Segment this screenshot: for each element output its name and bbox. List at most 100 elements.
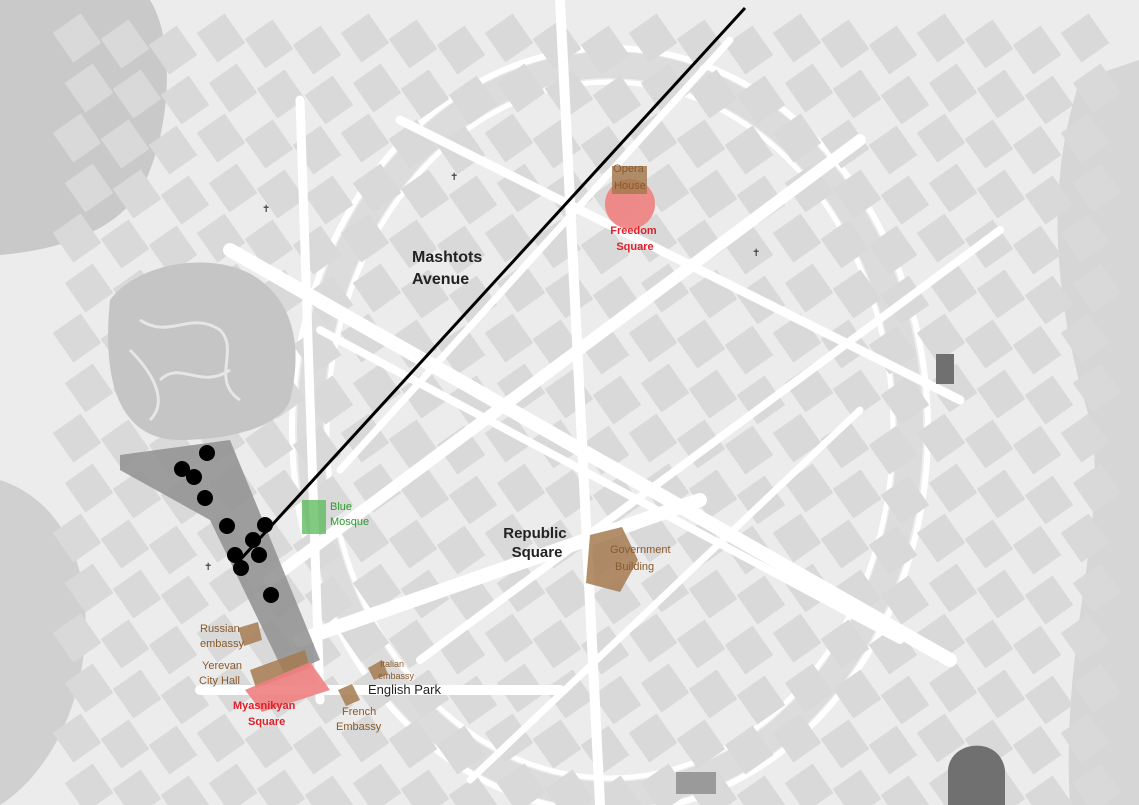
city-block	[640, 363, 690, 413]
city-block	[640, 663, 690, 713]
city-block	[628, 413, 678, 463]
protest-marker-dot[interactable]	[227, 547, 243, 563]
city-block	[1060, 713, 1110, 763]
city-block	[880, 375, 930, 425]
city-block	[928, 463, 978, 513]
city-block	[436, 225, 486, 275]
city-block	[352, 63, 402, 113]
city-block	[916, 513, 966, 563]
city-block	[868, 125, 918, 175]
city-block	[820, 219, 870, 269]
city-block	[928, 563, 978, 613]
city-block	[784, 663, 834, 713]
city-block	[544, 569, 594, 619]
protest-marker-dot[interactable]	[197, 490, 213, 506]
protest-marker-dot[interactable]	[174, 461, 190, 477]
city-block	[868, 225, 918, 275]
city-block	[436, 725, 486, 775]
city-block	[448, 775, 498, 805]
building-icon	[936, 354, 954, 384]
city-block	[256, 469, 306, 519]
city-block	[916, 213, 966, 263]
city-block	[916, 713, 966, 763]
city-block	[160, 75, 210, 125]
city-block	[52, 13, 102, 63]
protest-marker-dot[interactable]	[257, 517, 273, 533]
protest-marker-dot[interactable]	[263, 587, 279, 603]
city-block	[388, 719, 438, 769]
government-building-label: Government Building	[610, 544, 674, 573]
city-block	[304, 75, 354, 125]
opera-house-marker[interactable]	[612, 166, 647, 194]
italian-embassy-marker[interactable]	[368, 660, 388, 680]
city-block	[436, 325, 486, 375]
city-block	[820, 519, 870, 569]
city-block	[484, 13, 534, 63]
city-block	[400, 469, 450, 519]
city-block	[496, 263, 546, 313]
city-block	[688, 369, 738, 419]
city-block	[592, 775, 642, 805]
city-block	[436, 425, 486, 475]
city-block	[1072, 363, 1122, 413]
city-block	[52, 213, 102, 263]
city-block	[736, 675, 786, 725]
city-block	[304, 775, 354, 805]
city-block	[820, 619, 870, 669]
church-icon: ✝	[204, 562, 212, 573]
opera-house-label: Opera House	[613, 163, 647, 192]
city-block	[784, 463, 834, 513]
city-block	[64, 63, 114, 113]
city-block	[160, 575, 210, 625]
protest-marker-dot[interactable]	[233, 560, 249, 576]
protest-marker-dot[interactable]	[199, 445, 215, 461]
city-block	[880, 75, 930, 125]
city-block	[868, 725, 918, 775]
french-embassy-marker[interactable]	[338, 684, 360, 706]
protest-marker-dot[interactable]	[251, 547, 267, 563]
protest-marker-dot[interactable]	[219, 518, 235, 534]
myasnikyan-square-marker[interactable]	[245, 662, 330, 712]
blue-mosque-marker[interactable]	[302, 500, 326, 534]
city-block	[208, 63, 258, 113]
city-block	[1072, 163, 1122, 213]
city-block	[868, 525, 918, 575]
freedom-square-label: Freedom Square	[610, 225, 660, 253]
city-block	[1072, 463, 1122, 513]
city-block	[916, 413, 966, 463]
protest-marker-dot[interactable]	[245, 532, 261, 548]
government-building-marker[interactable]	[586, 527, 638, 592]
city-block	[388, 19, 438, 69]
gorge-area	[0, 480, 86, 805]
city-block	[196, 13, 246, 63]
city-block	[1060, 313, 1110, 363]
city-block	[772, 513, 822, 563]
city-block	[820, 719, 870, 769]
city-block	[880, 775, 930, 805]
city-block	[544, 269, 594, 319]
city-block	[64, 463, 114, 513]
city-block	[592, 475, 642, 525]
city-block	[160, 775, 210, 805]
mashtots-avenue-label: Mashtots Avenue	[412, 249, 487, 288]
city-block	[484, 613, 534, 663]
city-block	[820, 19, 870, 69]
city-block	[64, 363, 114, 413]
city-block	[1024, 75, 1074, 125]
city-block	[64, 163, 114, 213]
english-park-label: English Park	[368, 682, 441, 697]
church-icon: ✝	[450, 172, 458, 183]
city-block	[400, 69, 450, 119]
city-block	[580, 25, 630, 75]
russian-embassy-marker[interactable]	[238, 622, 262, 646]
yerevan-city-hall-marker[interactable]	[250, 650, 310, 688]
city-block	[400, 769, 450, 805]
city-block	[484, 313, 534, 363]
city-block	[388, 519, 438, 569]
city-block	[628, 713, 678, 763]
protest-marker-dot[interactable]	[186, 469, 202, 485]
city-block	[352, 363, 402, 413]
city-block	[256, 769, 306, 805]
poi-icons: ✝ ✝ ✝ ✝	[204, 172, 1005, 805]
